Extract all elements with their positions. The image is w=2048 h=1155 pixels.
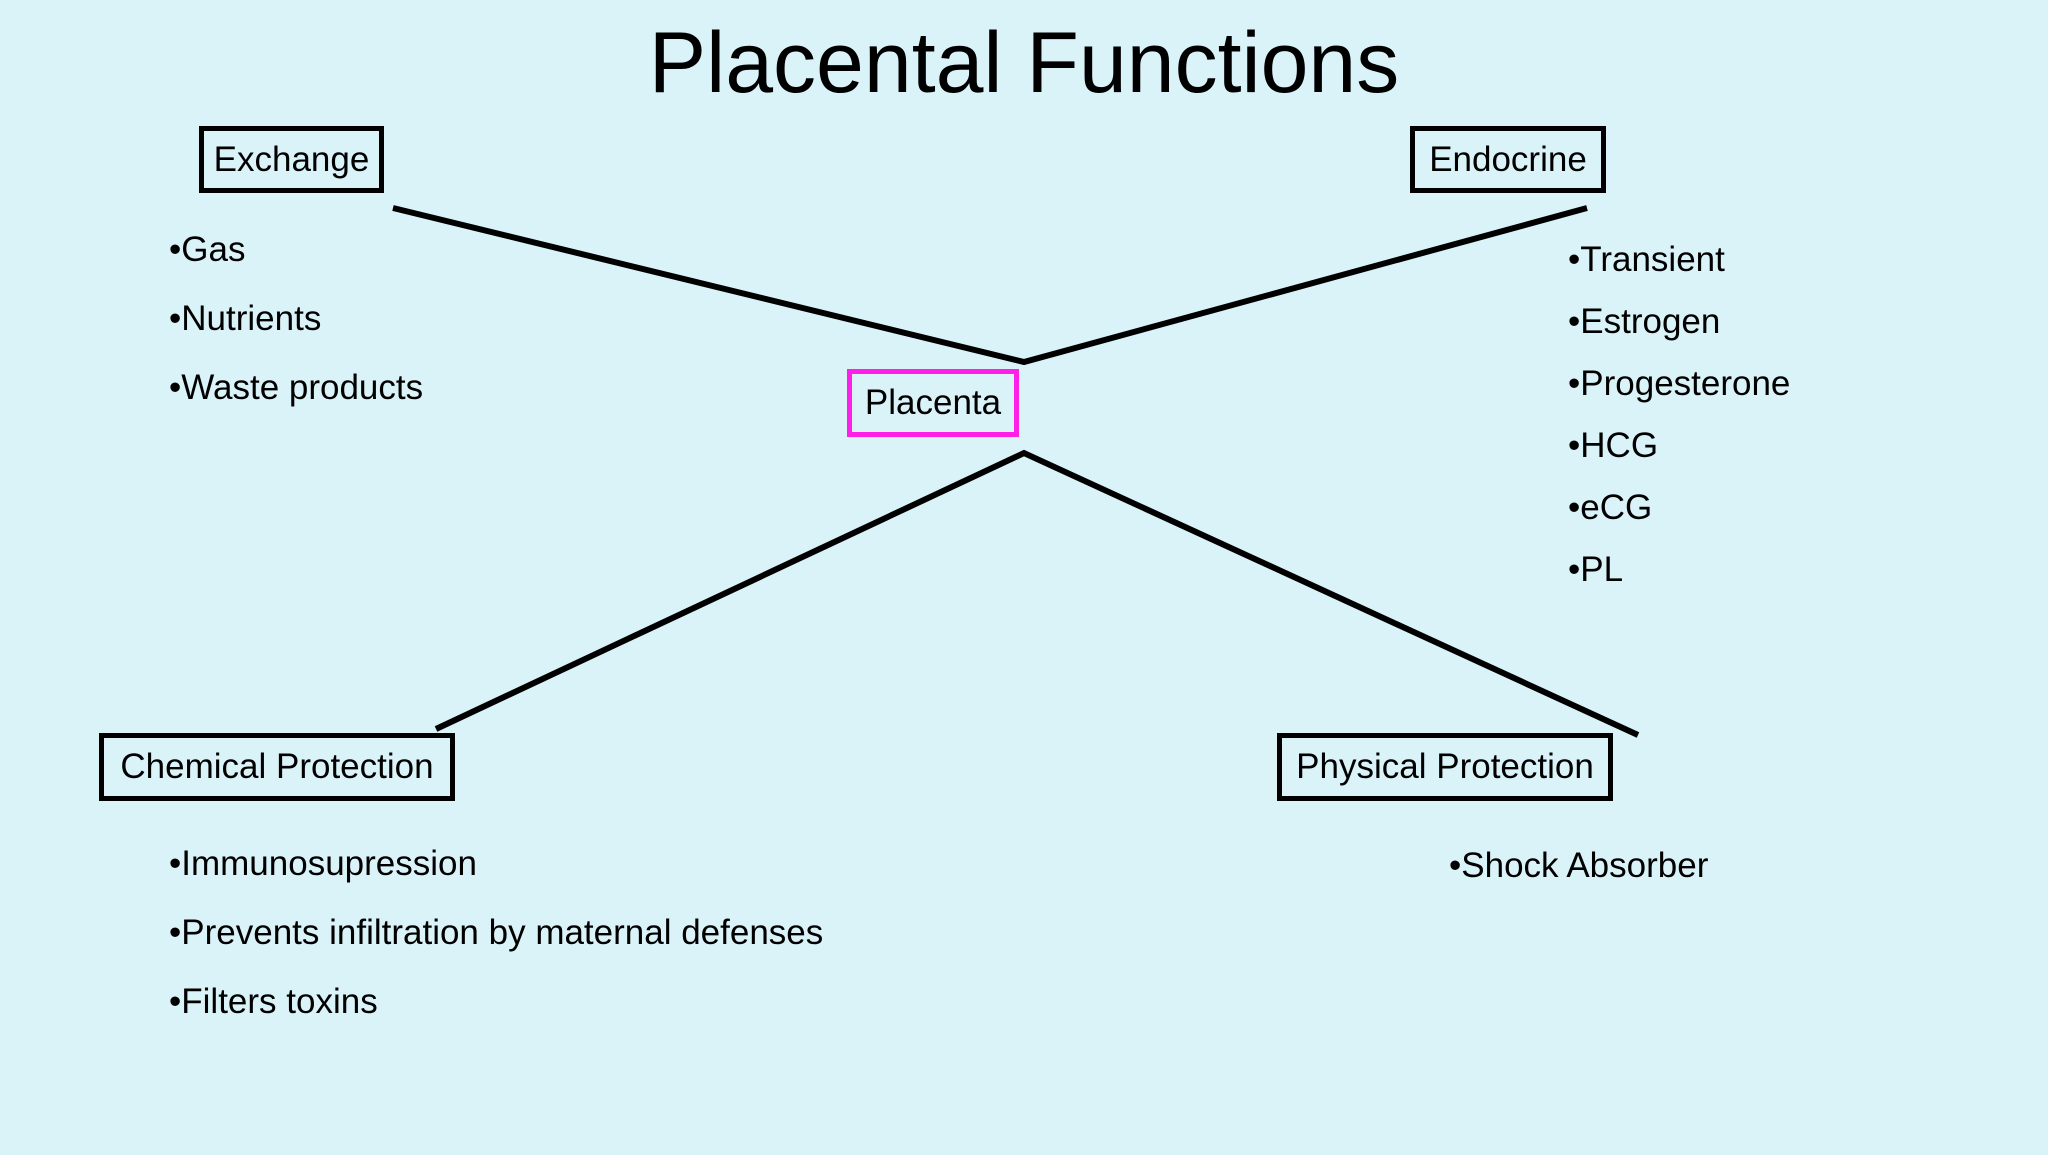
list-item: Prevents infiltration by maternal defens… — [169, 898, 823, 967]
endocrine-box: Endocrine — [1410, 126, 1606, 193]
list-item: Nutrients — [169, 284, 423, 353]
list-item: Waste products — [169, 353, 423, 422]
connector-exchange-endocrine — [392, 205, 1588, 366]
list-item: eCG — [1568, 477, 1790, 539]
chemical-protection-label: Chemical Protection — [120, 747, 434, 786]
endocrine-label: Endocrine — [1429, 139, 1587, 179]
list-item: Immunosupression — [169, 829, 823, 898]
endocrine-list: Transient Estrogen Progesterone HCG eCG … — [1568, 229, 1790, 601]
list-item: PL — [1568, 539, 1790, 601]
physical-protection-box: Physical Protection — [1277, 733, 1613, 801]
exchange-list: Gas Nutrients Waste products — [169, 215, 423, 422]
list-item: Gas — [169, 215, 423, 284]
exchange-label: Exchange — [213, 139, 370, 179]
list-item: Progesterone — [1568, 353, 1790, 415]
page-title: Placental Functions — [648, 15, 1400, 111]
list-item: Estrogen — [1568, 291, 1790, 353]
chemical-protection-list: Immunosupression Prevents infiltration b… — [169, 829, 823, 1036]
exchange-box: Exchange — [199, 126, 384, 193]
list-item: Shock Absorber — [1449, 831, 1708, 900]
connector-chemical-physical — [434, 449, 1640, 738]
list-item: Transient — [1568, 229, 1790, 291]
list-item: HCG — [1568, 415, 1790, 477]
physical-protection-list: Shock Absorber — [1449, 831, 1708, 900]
placenta-box: Placenta — [847, 369, 1019, 437]
physical-protection-label: Physical Protection — [1296, 747, 1594, 786]
chemical-protection-box: Chemical Protection — [99, 733, 455, 801]
placenta-label: Placenta — [864, 383, 1002, 422]
list-item: Filters toxins — [169, 967, 823, 1036]
